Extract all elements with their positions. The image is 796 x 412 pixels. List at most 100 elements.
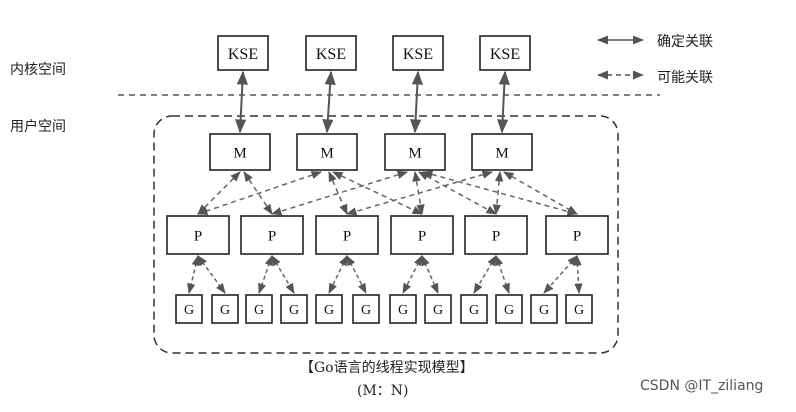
kse-node-box	[305, 35, 357, 71]
g-node: G	[460, 294, 488, 324]
g-node-label: G	[184, 303, 194, 318]
g-node: G	[352, 294, 380, 324]
p-node: P	[464, 215, 528, 255]
g-node-label: G	[398, 303, 408, 318]
g-node: G	[495, 294, 523, 324]
p-node-box	[464, 215, 528, 255]
g-node-box	[352, 294, 380, 324]
p-node-box	[545, 215, 609, 255]
g-node: G	[245, 294, 273, 324]
p-node-box	[390, 215, 454, 255]
m-p-dashed-arrow	[345, 170, 494, 216]
p-node: P	[315, 215, 379, 255]
p-node-label: P	[418, 228, 426, 244]
p-g-dashed-arrow	[197, 255, 226, 294]
m-p-dashed-arrow	[492, 170, 504, 216]
g-node-box	[175, 294, 203, 324]
legend-solid-label: 确定关联	[657, 34, 713, 50]
m-p-dashed-arrow	[421, 170, 579, 216]
g-node-box	[460, 294, 488, 324]
g-node: G	[175, 294, 203, 324]
p-node-box	[315, 215, 379, 255]
m-node-box	[471, 133, 533, 171]
g-node: G	[565, 294, 593, 324]
g-node: G	[389, 294, 417, 324]
g-node-box	[211, 294, 239, 324]
g-node-label: G	[361, 303, 371, 318]
g-node-box	[280, 294, 308, 324]
p-g-dashed-arrow	[258, 255, 273, 294]
g-node-box	[315, 294, 343, 324]
kse-m-solid-arrow	[322, 70, 336, 134]
kse-node-box	[479, 35, 531, 71]
p-node-label: P	[343, 228, 351, 244]
g-node-box	[245, 294, 273, 324]
g-node-label: G	[254, 303, 264, 318]
g-node-label: G	[574, 303, 584, 318]
m-p-dashed-arrow	[197, 171, 322, 215]
kse-node-label: KSE	[403, 46, 433, 63]
m-node-box	[296, 133, 358, 171]
g-node: G	[424, 294, 452, 324]
connector-layer	[118, 35, 660, 354]
p-g-dashed-arrow	[473, 255, 497, 294]
p-g-dashed-arrow	[346, 255, 367, 294]
watermark-text: CSDN @IT_ziliang	[640, 378, 764, 394]
kse-node: KSE	[479, 35, 531, 71]
kernel-space-label: 内核空间	[10, 62, 66, 78]
kse-node-label: KSE	[490, 46, 520, 63]
g-node: G	[530, 294, 558, 324]
p-node: P	[166, 215, 230, 255]
m-node-label: M	[495, 145, 508, 161]
kse-m-solid-arrow	[497, 70, 510, 134]
m-node-box	[384, 133, 446, 171]
p-g-dashed-arrow	[543, 255, 578, 294]
user-space-label: 用户空间	[10, 119, 66, 135]
p-node-label: P	[573, 228, 581, 244]
m-node-label: M	[233, 145, 246, 161]
g-node-box	[565, 294, 593, 324]
g-node: G	[315, 294, 343, 324]
p-g-dashed-arrow	[271, 255, 295, 294]
g-node-label: G	[504, 303, 514, 318]
p-g-dashed-arrow	[402, 255, 423, 294]
m-node: M	[471, 133, 533, 171]
g-node-box	[495, 294, 523, 324]
m-p-dashed-arrow	[418, 171, 497, 215]
g-node-label: G	[220, 303, 230, 318]
kse-node-label: KSE	[316, 46, 346, 63]
p-node-box	[166, 215, 230, 255]
m-node: M	[384, 133, 446, 171]
g-node-box	[424, 294, 452, 324]
p-node-label: P	[268, 228, 276, 244]
kse-m-solid-arrow	[235, 70, 248, 134]
g-node: G	[211, 294, 239, 324]
user-space-container	[153, 115, 619, 354]
p-node-box	[240, 215, 304, 255]
m-node-label: M	[408, 145, 421, 161]
g-node-label: G	[324, 303, 334, 318]
g-node-label: G	[289, 303, 299, 318]
m-p-dashed-arrow	[332, 171, 423, 215]
p-g-dashed-arrow	[187, 254, 200, 295]
p-g-dashed-arrow	[328, 255, 348, 294]
p-g-dashed-arrow	[495, 255, 510, 294]
legend-dashed-label: 可能关联	[657, 70, 713, 86]
p-node: P	[390, 215, 454, 255]
g-node-box	[530, 294, 558, 324]
m-p-dashed-arrow	[270, 170, 409, 216]
p-g-dashed-arrow	[421, 255, 439, 294]
m-node-box	[209, 133, 271, 171]
g-node-label: G	[469, 303, 479, 318]
g-node-label: G	[539, 303, 549, 318]
kse-node: KSE	[392, 35, 444, 71]
kse-node-label: KSE	[228, 46, 258, 63]
p-node-label: P	[492, 228, 500, 244]
p-node-label: P	[194, 228, 202, 244]
kse-node: KSE	[217, 35, 269, 71]
g-node-label: G	[433, 303, 443, 318]
kse-node-box	[217, 35, 269, 71]
